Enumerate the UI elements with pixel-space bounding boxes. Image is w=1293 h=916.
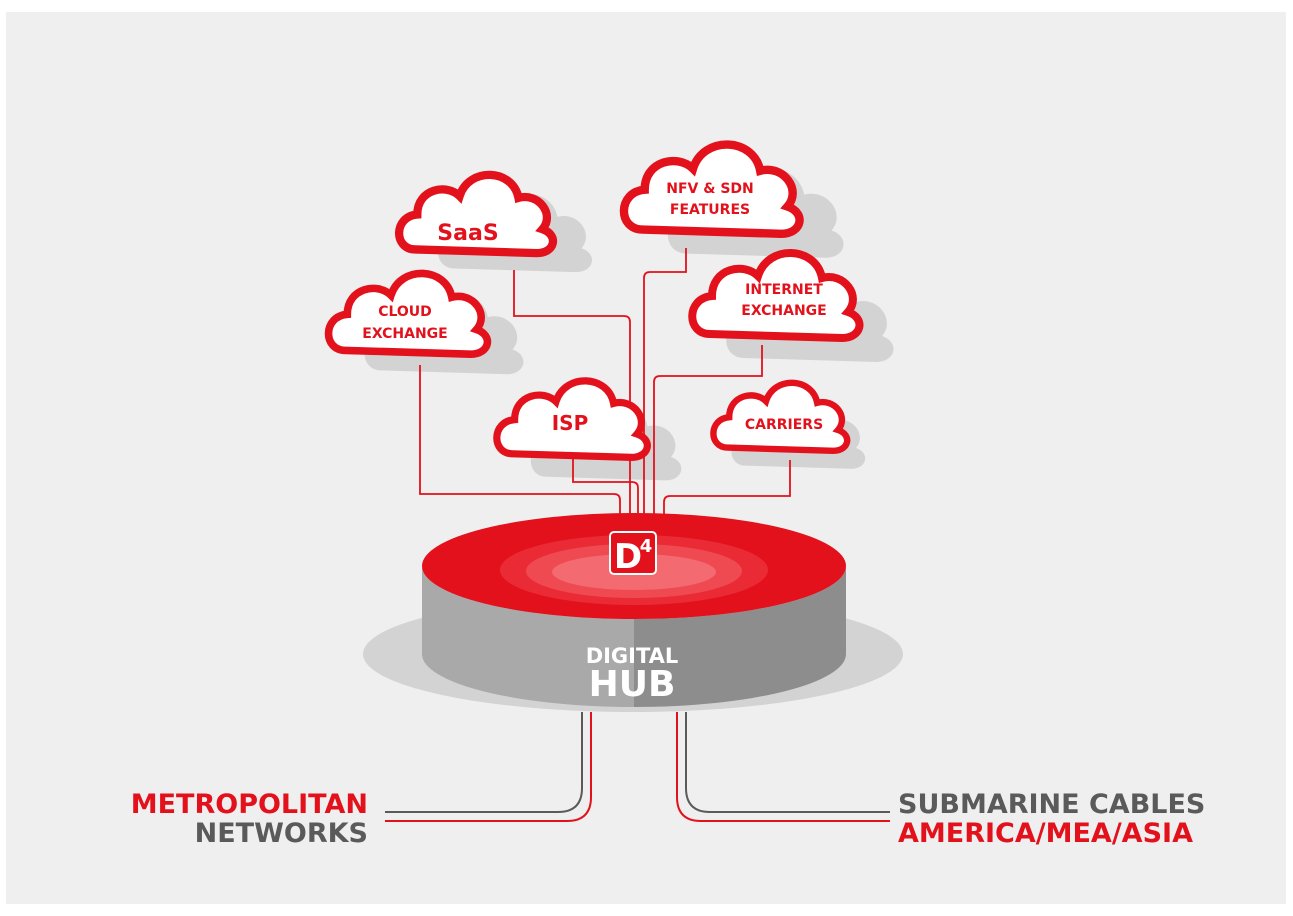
submarine-line2: AMERICA/MEA/ASIA xyxy=(898,818,1193,849)
metropolitan-line1: METROPOLITAN xyxy=(131,789,368,820)
carriers-connector xyxy=(663,460,791,522)
carriers-cloud: CARRIERS xyxy=(713,383,847,451)
internet-exchange-cloud: INTERNET EXCHANGE xyxy=(692,253,859,338)
metropolitan-cable-red xyxy=(385,712,592,822)
internet-label-line1: INTERNET xyxy=(745,282,823,298)
cloud-exchange-cloud: CLOUD EXCHANGE xyxy=(329,273,488,354)
cloud-exchange-connector xyxy=(419,365,621,522)
isp-cloud: ISP xyxy=(497,381,648,458)
d4-logo-letter: D xyxy=(614,537,642,577)
d4-logo: D 4 xyxy=(609,531,657,577)
metropolitan-line2: NETWORKS xyxy=(195,818,368,849)
submarine-cable-red xyxy=(676,712,890,822)
hub-label-top: DIGITAL xyxy=(586,644,679,668)
internet-label-line2: EXCHANGE xyxy=(741,303,826,319)
saas-label: SaaS xyxy=(437,221,498,246)
cloud-exchange-label-line1: CLOUD xyxy=(378,304,432,320)
hub-label-bottom: HUB xyxy=(589,664,676,705)
nfv-sdn-cloud: NFV & SDN FEATURES xyxy=(624,145,800,234)
d4-logo-frame xyxy=(609,531,657,575)
digital-hub: D 4 DIGITAL HUB xyxy=(422,513,846,707)
nfv-label-line1: NFV & SDN xyxy=(666,181,754,197)
nfv-label-line2: FEATURES xyxy=(670,202,750,218)
isp-label: ISP xyxy=(552,411,589,435)
submarine-line1: SUBMARINE CABLES xyxy=(898,789,1205,820)
hub-side-left xyxy=(422,566,634,707)
saas-connector xyxy=(513,270,631,522)
cloud-exchange-label-line2: EXCHANGE xyxy=(362,326,447,342)
connector-lines xyxy=(419,248,791,522)
nfv-connector xyxy=(643,248,687,522)
metropolitan-networks-label: METROPOLITAN NETWORKS xyxy=(131,789,368,849)
isp-connector xyxy=(572,458,639,522)
submarine-cables-label: SUBMARINE CABLES AMERICA/MEA/ASIA xyxy=(898,789,1205,849)
d4-logo-superscript: 4 xyxy=(640,536,653,557)
metropolitan-cable-gray xyxy=(385,712,583,813)
submarine-cable-gray xyxy=(685,712,890,813)
hub-side-right xyxy=(634,566,846,707)
internet-connector xyxy=(653,345,763,522)
bottom-cables xyxy=(385,712,890,822)
saas-cloud: SaaS xyxy=(399,175,553,253)
carriers-label: CARRIERS xyxy=(745,417,823,433)
